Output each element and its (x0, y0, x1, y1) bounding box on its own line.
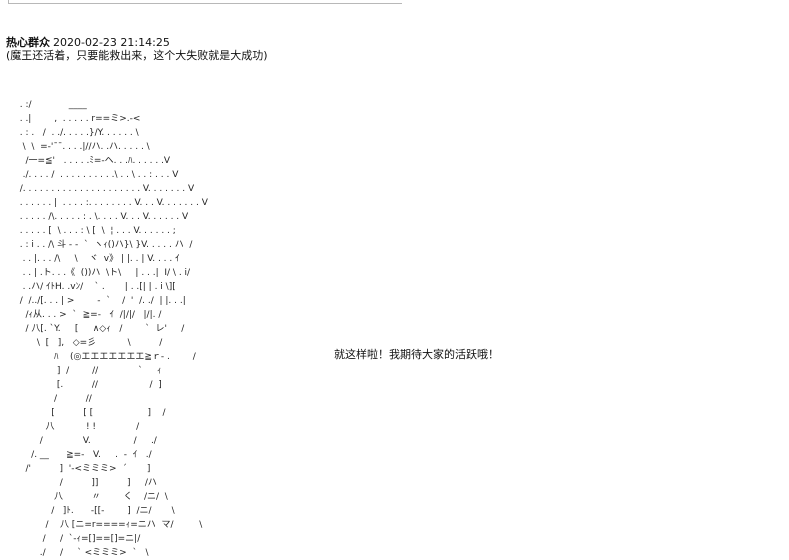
art-line: 八 ! ! / (14, 422, 140, 432)
art-line: . : i . . /\ 斗 ‐ - ` ヽｨ()ハ}\ }V. . . . .… (14, 240, 193, 250)
art-line: . . . . . . | . . . . :. . . . . . . . V… (14, 198, 208, 208)
art-line: . : . / . ./. . . . .}/Y. . . . . . \ (14, 128, 139, 138)
art-line: . . |. . . /\ \ ヾ v》 | |. . | V. . . . ｲ (14, 254, 180, 264)
post-author: 热心群众 (6, 36, 50, 49)
art-line: /. . . . . . . . . . . . . . . . . . . .… (14, 184, 195, 194)
art-line: \ [ ], ◇=彡 \ / (14, 338, 163, 348)
art-line: . . | .ト. . .《 ())ハ \ト\ | . . .| I/ \ . … (14, 268, 191, 278)
art-line: . :/ ____ (14, 100, 87, 110)
post-date: 2020-02-23 21:14:25 (53, 36, 170, 49)
art-line: \ \ =-'¯¯. . . .|//ハ. .ハ. . . . . \ (14, 142, 150, 152)
post-subtitle: (魔王还活着，只要能救出来，这个大失败就是大成功) (6, 49, 268, 62)
art-line: . .| , . . . . . r==ミ>.-< (14, 114, 141, 124)
art-line: /' ] '-<ミミミ> ´ ] (14, 464, 151, 474)
art-line: . .ハ/ ｲﾄH. .vﾝ/ ` . | . .[| | . i \][ (14, 282, 176, 292)
art-line: / // (14, 394, 92, 404)
art-line: ./ / ` <ミミミ> ` \ (14, 548, 149, 558)
art-line: / ]ﾄ. -[[- ] /ニ/ \ (14, 506, 175, 516)
speech-text: 就这样啦！我期待大家的活跃哦！ (334, 348, 499, 361)
art-line: ./. . . . / . . . . . . . . . .\ . . \ .… (14, 170, 179, 180)
art-line: / 八 [ニ=r====ｨ=ニハ マ/ \ (14, 520, 203, 530)
art-line: / / `-ｨ=[]==[]=ニ|/ (14, 534, 141, 544)
art-line: /. __ ≧=- V. . - ｲ ./ (14, 450, 152, 460)
art-line: 八 〃 く /ニ/ \ (14, 492, 168, 502)
art-line: [ [ [ ] / (14, 408, 166, 418)
art-line: / /../[. . . | > ‐ ` / ' /. ./ | |. . .| (14, 296, 186, 306)
art-line: /ｨ从. . . > ` ≧=- ｲ /|/|/ |/|. / (14, 310, 162, 320)
art-line: ] / // ` ｨ (14, 366, 162, 376)
top-divider-line (8, 0, 402, 4)
art-line: /一=≦' . . . . .ﾐ=-ヘ. . .ﾊ. . . . . .V (14, 156, 171, 166)
art-line: / 八[. `Y. [ ∧◇ｨ / ` レ' / (14, 324, 185, 334)
art-line: [. // / ] (14, 380, 162, 390)
art-line: ﾊ (◎エエエエエエエ≧ｒ- . / (14, 352, 196, 362)
ascii-art-figure: . :/ ____ . .| , . . . . . r==ミ>.-< . : … (14, 98, 208, 560)
art-line: / ]] ] /ハ (14, 478, 157, 488)
art-line: . . . . . [ \ . . . : \ [ \ ¦ . . . V. .… (14, 226, 176, 236)
art-line: . . . . . /\. . . . . : . \. . . . V. . … (14, 212, 189, 222)
art-line: / V. / ./ (14, 436, 157, 446)
